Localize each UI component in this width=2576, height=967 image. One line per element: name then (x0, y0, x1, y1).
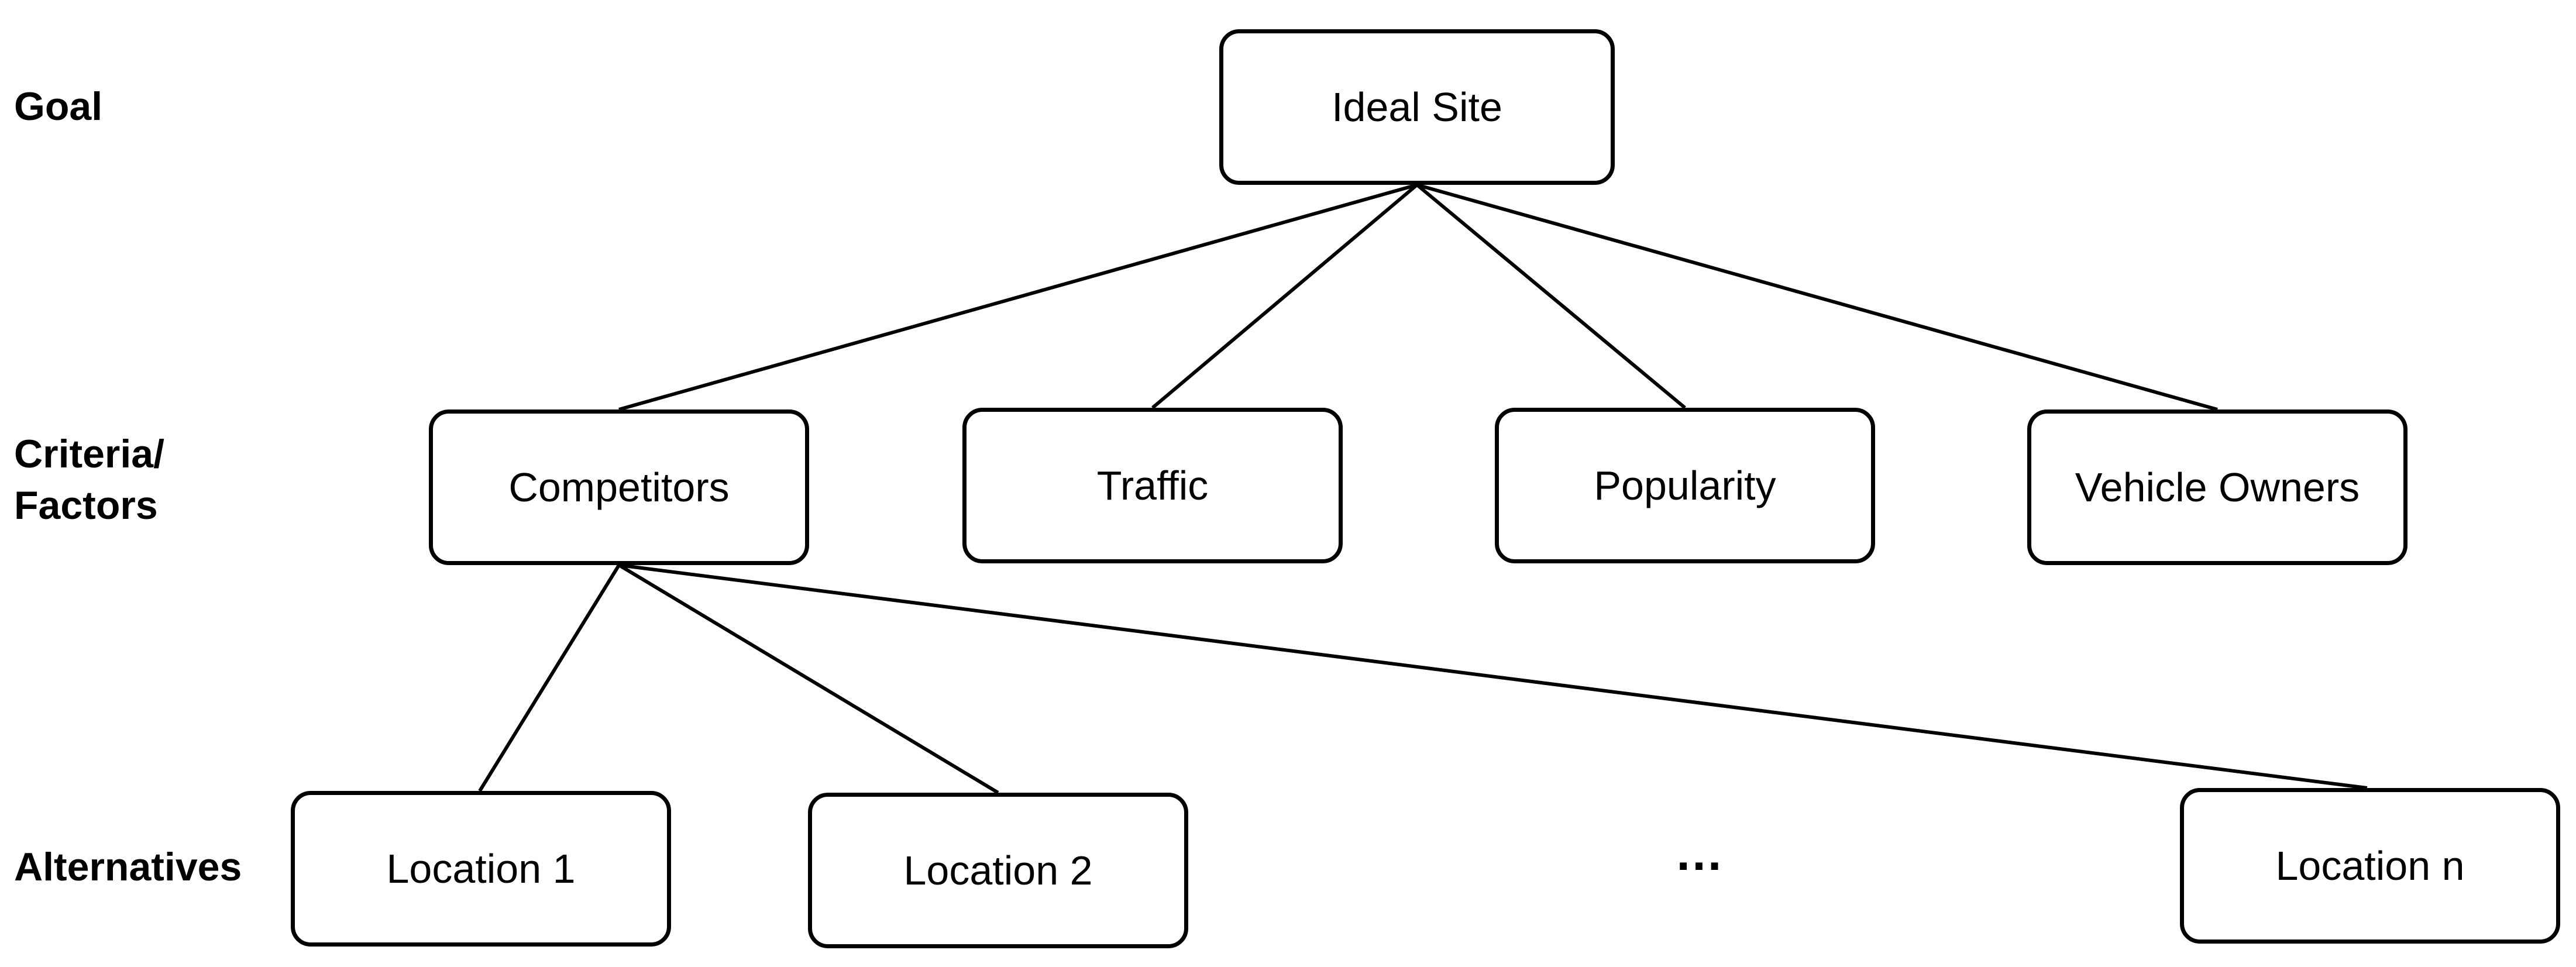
criteria-node-label: Traffic (1096, 463, 1209, 508)
criteria-node-label: Vehicle Owners (2075, 464, 2360, 510)
level-label-goal: Goal (14, 84, 103, 129)
level-label-alternatives: Alternatives (14, 845, 242, 889)
level-label-criteria: Criteria/ Factors (14, 432, 164, 528)
criteria-node-popularity: Popularity (1495, 408, 1875, 563)
alternative-node-location-2: Location 2 (808, 793, 1188, 948)
alternative-node-location-1: Location 1 (291, 791, 671, 947)
criteria-node-traffic: Traffic (962, 408, 1343, 563)
goal-node: Ideal Site (1219, 29, 1615, 185)
edge-goal-popularity (1416, 183, 1686, 409)
alternative-node-label: Location n (2275, 843, 2465, 889)
edge-competitors-location-2 (618, 563, 999, 794)
alternative-node-location-n: Location n (2180, 788, 2560, 944)
goal-node-label: Ideal Site (1332, 84, 1502, 130)
criteria-node-competitors: Competitors (429, 409, 809, 565)
criteria-node-label: Competitors (508, 464, 730, 510)
edge-competitors-location-n (618, 563, 2368, 790)
edge-goal-vehicle-owners (1416, 183, 2218, 411)
edge-competitors-location-1 (478, 564, 621, 792)
alternatives-ellipsis: … (1674, 825, 1726, 880)
alternative-node-label: Location 2 (903, 848, 1093, 893)
edge-goal-traffic (1151, 183, 1418, 409)
criteria-node-label: Popularity (1594, 463, 1776, 508)
edge-goal-competitors (618, 183, 1418, 411)
alternative-node-label: Location 1 (386, 846, 576, 892)
criteria-node-vehicle-owners: Vehicle Owners (2027, 409, 2408, 565)
